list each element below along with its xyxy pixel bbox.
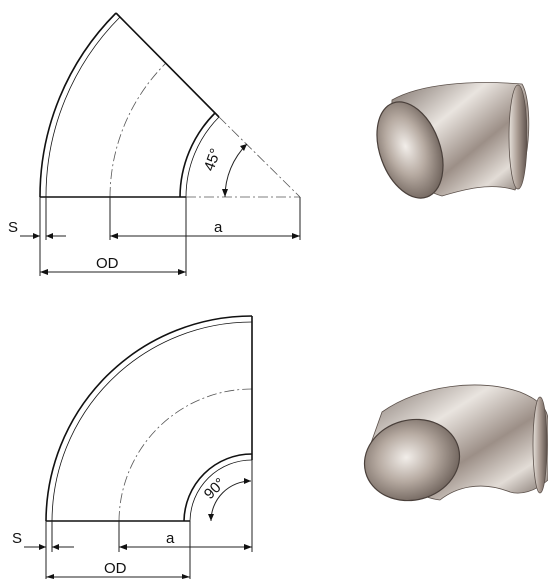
- elbow-45-angle-arc: [224, 143, 248, 198]
- elbow-45-s-arrow-a: [33, 233, 40, 239]
- elbow-90-render: [363, 384, 548, 502]
- elbow-90-outer-wall-arc: [51, 321, 253, 522]
- elbow-90-s-arrow-b: [52, 544, 59, 550]
- elbow-90-s-label: S: [12, 530, 22, 547]
- elbow-45-angle-label: 45°: [201, 146, 225, 173]
- elbow-45-od-arrow-l: [40, 269, 48, 275]
- elbow-90-s-arrow-a: [39, 544, 46, 550]
- elbow-45-s-arrow-b: [46, 233, 53, 239]
- elbow-90-angle-arrow-top: [244, 478, 251, 484]
- elbow-90-a-label: a: [166, 530, 175, 547]
- elbow-45-centerline-arc: [109, 62, 167, 198]
- elbow-45-a-label: a: [214, 219, 223, 236]
- elbow-45-inner-arc: [179, 112, 216, 198]
- elbow-90-inner-wall-arc: [189, 459, 253, 522]
- elbow-45-a-arrow-l: [110, 233, 118, 239]
- elbow-90-a-arrow-r: [244, 544, 252, 550]
- elbow-45-inner-wall-arc: [185, 116, 220, 198]
- elbow-45-render: [376, 82, 530, 199]
- elbow-90-od-arrow-r: [182, 574, 190, 579]
- elbow-90-outer-arc: [45, 315, 253, 522]
- elbow-45-s-label: S: [8, 219, 18, 236]
- elbow-90-render-far-end: [532, 396, 548, 494]
- elbow-45-od-label: OD: [96, 255, 119, 272]
- elbow-90-centerline-arc: [118, 388, 253, 522]
- elbow-45-od-arrow-r: [178, 269, 186, 275]
- elbow-90-render-opening: [363, 418, 461, 502]
- elbow-45-render-opening: [376, 101, 444, 199]
- elbow-90-od-arrow-l: [46, 574, 54, 579]
- elbow-45-render-far-end: [508, 84, 528, 190]
- elbow-90-drawing: 90° S a OD: [12, 315, 253, 579]
- elbow-90-angle-label: 90°: [201, 475, 229, 503]
- elbow-90-a-arrow-l: [119, 544, 127, 550]
- elbow-45-a-arrow-r: [292, 233, 300, 239]
- elbow-90-angle-arrow-bottom: [208, 514, 214, 521]
- elbow-45-outer-arc: [39, 12, 117, 198]
- elbow-45-drawing: 45° S a OD: [8, 12, 301, 276]
- elbow-90-od-label: OD: [104, 560, 127, 577]
- elbow-90-inner-arc: [183, 453, 253, 522]
- elbow-45-axis-diagonal: [218, 116, 301, 198]
- elbow-45-outer-wall-arc: [45, 16, 121, 198]
- elbow-45-angle-arrow-top: [240, 144, 247, 151]
- elbow-45-angle-arrow-bottom: [222, 189, 228, 197]
- elbow-45-angled-end: [115, 12, 220, 118]
